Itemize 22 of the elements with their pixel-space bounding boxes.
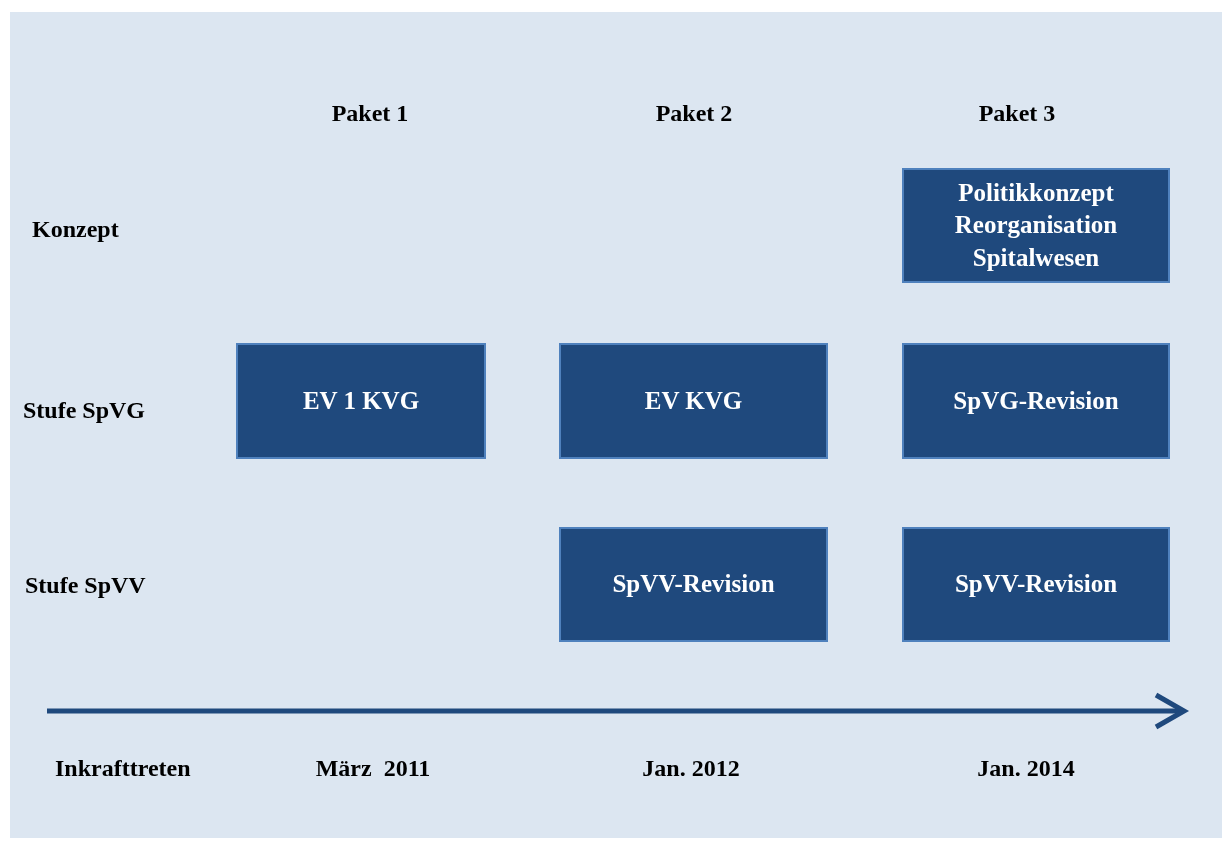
process-box [902, 527, 1170, 642]
row-column-label: Stufe SpVG [23, 395, 146, 425]
box-text: EV KVG [644, 385, 743, 416]
row-column-label: Konzept [32, 214, 119, 244]
box-text: Politikkonzept Reorganisation Spitalwesen [953, 177, 1119, 273]
row-column-label: Paket 3 [978, 98, 1056, 128]
process-box [236, 343, 486, 459]
row-column-label: Paket 1 [331, 98, 409, 128]
row-column-label: Paket 2 [655, 98, 733, 128]
box-text: SpVG-Revision [953, 385, 1119, 416]
box-text: EV 1 KVG [302, 385, 420, 416]
box-text: SpVV-Revision [612, 569, 775, 600]
process-box [559, 343, 828, 459]
row-column-label: März 2011 [315, 753, 431, 783]
process-box [559, 527, 828, 642]
row-column-label: Stufe SpVV [25, 570, 146, 600]
process-box [902, 168, 1170, 283]
row-column-label: Jan. 2012 [642, 753, 740, 783]
box-text: SpVV-Revision [954, 569, 1118, 600]
row-column-label: Jan. 2014 [977, 753, 1075, 783]
row-column-label: Inkrafttreten [55, 753, 191, 783]
process-box [902, 343, 1170, 459]
